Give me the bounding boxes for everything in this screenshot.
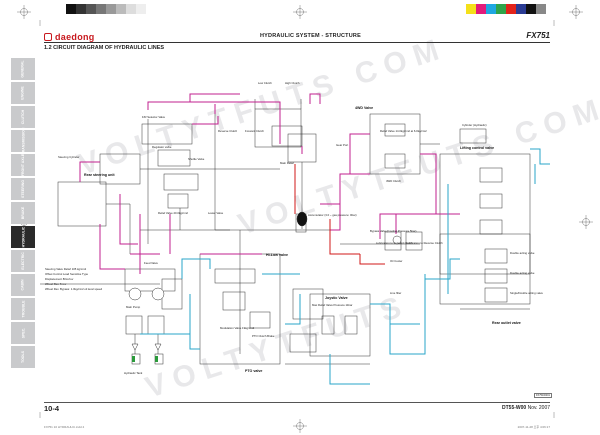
chapter-tab-label: ELECTRIC <box>21 252 25 270</box>
chapter-tab-1[interactable]: ENGINE <box>11 81 35 105</box>
figure-code: FX751W001 <box>534 393 552 398</box>
print-slug-right: 2007-11-28 오후 4:06:17 <box>517 425 550 429</box>
label-displacement: Displacement 80cc/rev <box>45 277 74 281</box>
label-double-act-1: Double acting valve <box>510 251 535 255</box>
chapter-tab-label: GENERAL <box>21 60 25 78</box>
label-lower-valve: Lower Valve <box>208 211 224 215</box>
section-title: 1.2 CIRCUIT DIAGRAM OF HYDRAULIC LINES <box>44 45 165 51</box>
footer-rule <box>44 402 550 403</box>
label-main-pump: Main Pump <box>126 305 141 309</box>
chapter-tab-9[interactable]: CABIN <box>11 273 35 297</box>
label-hyd-tank: Hydraulic Tank <box>124 371 143 375</box>
label-lub-rev: Lubrication to Reverse Clutch <box>406 241 443 245</box>
label-line-filter: Line filter <box>390 291 401 295</box>
hydraulic-circuit-diagram: F/R Selector Valve Reverse Clutch Forwar… <box>40 81 550 385</box>
chapter-tab-4[interactable]: FRONT AXLE <box>11 153 35 177</box>
chapter-tab-10[interactable]: TROUBLE <box>11 297 35 321</box>
label-hi-low: Hi-Low valve <box>266 253 288 257</box>
label-steering-cylinder: Steering Cylinder <box>58 155 80 159</box>
label-wheel-rev: Wheel Rev. 5 rev <box>45 282 67 286</box>
brand-logo-icon <box>44 33 52 41</box>
label-accumulator: Accumulator (3.0 ~ gas pressure: 0bar) <box>308 213 357 217</box>
label-main-relief-joy: Max Relief Valve Pressure 11bar <box>312 303 353 307</box>
chapter-tab-label: BRAKE <box>20 206 25 220</box>
label-relief-4wd: Relief Valve 14.0kg/cm2 at 6.0kg/cm2 <box>380 129 427 133</box>
label-relief-main: Relief Valve 20.0kg/cm2 <box>158 211 188 215</box>
filter-symbols <box>132 356 158 362</box>
label-reverse-clutch: Reverse Clutch <box>218 129 238 133</box>
label-steering-relief: Steering Valve Relief 105 kg/cm2 <box>45 267 87 271</box>
chapter-tab-label: CLUTCH <box>20 109 25 125</box>
print-slug-left: FX751 10 HYDRAULIC.indd 4 <box>44 425 85 429</box>
chapter-tab-6[interactable]: BRAKE <box>11 201 35 225</box>
chapter-tab-3[interactable]: TRANSMISSION <box>11 127 35 155</box>
chapter-tab-label: FRONT AXLE <box>20 154 25 177</box>
label-pto-valve: PTO valve <box>245 369 262 373</box>
label-high-clutch: High Clutch <box>285 81 300 85</box>
chapter-tab-label: ENGINE <box>20 86 25 100</box>
color-calibration-bar <box>466 4 546 14</box>
label-pto-clutch: PTO Clutch Brake <box>252 334 275 338</box>
pink-pressure-lines <box>79 93 460 274</box>
label-4wd-valve: 4WD Valve <box>355 106 373 110</box>
brand-name: daedong <box>55 32 95 42</box>
label-low-clutch: Low Clutch <box>258 81 272 85</box>
footer-doc-code: DT55-W00 <box>502 405 527 411</box>
chapter-tab-2[interactable]: CLUTCH <box>11 105 35 129</box>
chapter-tab-label: TOOLS <box>21 351 25 363</box>
label-lubrication: Lubrication to Forward Clutch <box>376 241 413 245</box>
label-regulator: Regulator valve <box>152 145 172 149</box>
label-cylinder: Cylinder (Hydraulic) <box>462 123 487 127</box>
chapter-tab-0[interactable]: GENERAL <box>11 58 35 81</box>
cyan-return-lines <box>140 148 550 385</box>
brand-logo: daedong <box>44 32 95 42</box>
chapter-tab-label: CABIN <box>21 279 25 291</box>
label-single-double: Single/Double acting valve <box>510 291 543 295</box>
label-double-act-2: Double acting valve <box>510 271 535 275</box>
header-section: HYDRAULIC SYSTEM - STRUCTURE <box>260 33 361 39</box>
chapter-tab-label: TROUBLE <box>20 300 25 318</box>
label-rear-steering: Rear steering unit <box>84 173 115 177</box>
chapter-tab-label: TRANSMISSION <box>21 127 25 155</box>
footer-doc: DT55-W00 Nov. 2007 <box>502 405 550 411</box>
chapter-tab-7[interactable]: HYDRAULIC <box>11 225 35 249</box>
black-lines <box>40 99 531 365</box>
label-main-relief: Main Relief <box>280 161 294 165</box>
gray-calibration-bar <box>66 4 146 14</box>
chapter-tab-label: STEERING <box>21 180 25 199</box>
label-fr-selector: F/R Selector Valve <box>142 115 166 119</box>
red-lines <box>294 164 385 265</box>
chapter-tab-11[interactable]: SPEC. <box>11 321 35 345</box>
chapter-tab-label: SPEC. <box>20 327 25 339</box>
header-model: FX751 <box>526 31 550 40</box>
label-4wd-clutch: 4WD Clutch <box>386 179 401 183</box>
label-oil-cooler: Oil Cooler <box>390 259 403 263</box>
label-shuttle: Shuttle Valve <box>188 157 205 161</box>
label-feed-valve: Feed Valve <box>144 261 158 265</box>
label-power-steering: Offset Control Load Sensitive Type <box>45 272 89 276</box>
label-bypass: Bypass Valve(Cooling Pressure 5bar) <box>370 229 416 233</box>
label-modulation: Modulation Valve 19kg/cm2 <box>220 326 255 330</box>
chapter-tab-8[interactable]: ELECTRIC <box>11 249 35 273</box>
chapter-tab-label: HYDRAULIC <box>21 226 25 248</box>
chapter-tab-12[interactable]: TOOLS <box>11 345 35 369</box>
label-rear-outlet: Rear outlet valve <box>492 321 521 325</box>
page-number: 10-4 <box>44 404 60 413</box>
label-filter-rev: Wheel Rev. Bypass: 1.0kg/cm2 oil level s… <box>45 287 103 291</box>
label-forward-clutch: Forward Clutch <box>245 129 264 133</box>
chapter-tab-5[interactable]: STEERING <box>11 177 35 201</box>
label-lifting-control: Lifting control valve <box>460 146 494 150</box>
header-rule <box>44 42 550 43</box>
label-gear-port: Gear Port <box>336 143 348 147</box>
footer-date: Nov. 2007 <box>527 405 550 411</box>
label-joystic: Joystic Valve <box>325 296 348 300</box>
